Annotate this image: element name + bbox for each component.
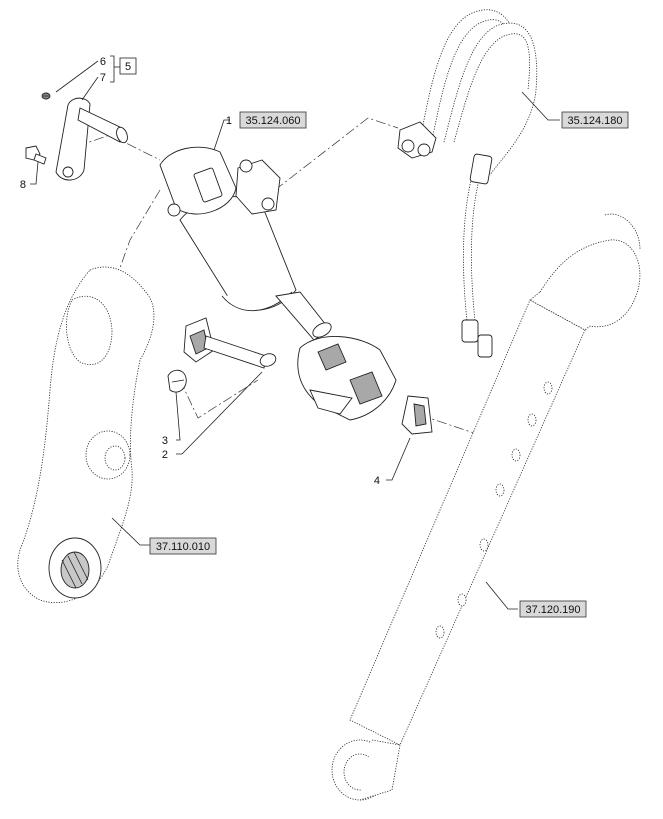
callout-labels: 1 2 3 4 5 6 7 8 bbox=[20, 56, 380, 487]
lower-link-hole bbox=[511, 448, 521, 462]
ref-cylinder[interactable]: 35.124.060 bbox=[239, 111, 307, 129]
ref-lower-link[interactable]: 37.120.190 bbox=[519, 600, 587, 618]
lower-link-hole bbox=[543, 381, 553, 395]
small-screw bbox=[41, 92, 51, 100]
svg-text:37.120.190: 37.120.190 bbox=[525, 604, 580, 616]
svg-text:35.124.180: 35.124.180 bbox=[567, 115, 622, 127]
lower-link-hole bbox=[457, 593, 467, 607]
callout-1: 1 bbox=[226, 115, 232, 127]
callout-5-box bbox=[119, 57, 137, 75]
lower-link-hole bbox=[527, 413, 537, 427]
reference-labels: 35.124.060 35.124.180 37.110.010 37.120.… bbox=[149, 111, 629, 618]
ref-hoses[interactable]: 35.124.180 bbox=[561, 111, 629, 129]
lower-link-holes bbox=[435, 381, 553, 639]
callout-4: 4 bbox=[374, 475, 380, 487]
lower-link-hole bbox=[479, 538, 489, 552]
lift-arm bbox=[17, 266, 155, 603]
bolt bbox=[25, 145, 47, 165]
pin-with-plate bbox=[55, 97, 128, 181]
svg-text:35.124.060: 35.124.060 bbox=[245, 115, 300, 127]
hose-fitting-lower bbox=[461, 319, 479, 343]
callout-6: 6 bbox=[100, 56, 106, 68]
callout-5: 5 bbox=[125, 61, 131, 73]
svg-text:37.110.010: 37.110.010 bbox=[156, 541, 210, 553]
leader-lines bbox=[30, 55, 560, 610]
callout-2: 2 bbox=[162, 449, 168, 461]
ref-lift-arm[interactable]: 37.110.010 bbox=[149, 537, 217, 555]
lift-cylinder bbox=[159, 146, 397, 421]
pin bbox=[183, 317, 277, 369]
lower-link bbox=[331, 213, 641, 801]
lower-link-hole bbox=[495, 483, 505, 497]
linch-pin bbox=[167, 369, 187, 393]
hydraulic-hoses bbox=[397, 9, 538, 358]
lower-link-hole bbox=[435, 625, 445, 639]
callout-7: 7 bbox=[100, 72, 106, 84]
block bbox=[401, 395, 433, 435]
callout-8: 8 bbox=[20, 179, 26, 191]
callout-3: 3 bbox=[162, 435, 168, 447]
